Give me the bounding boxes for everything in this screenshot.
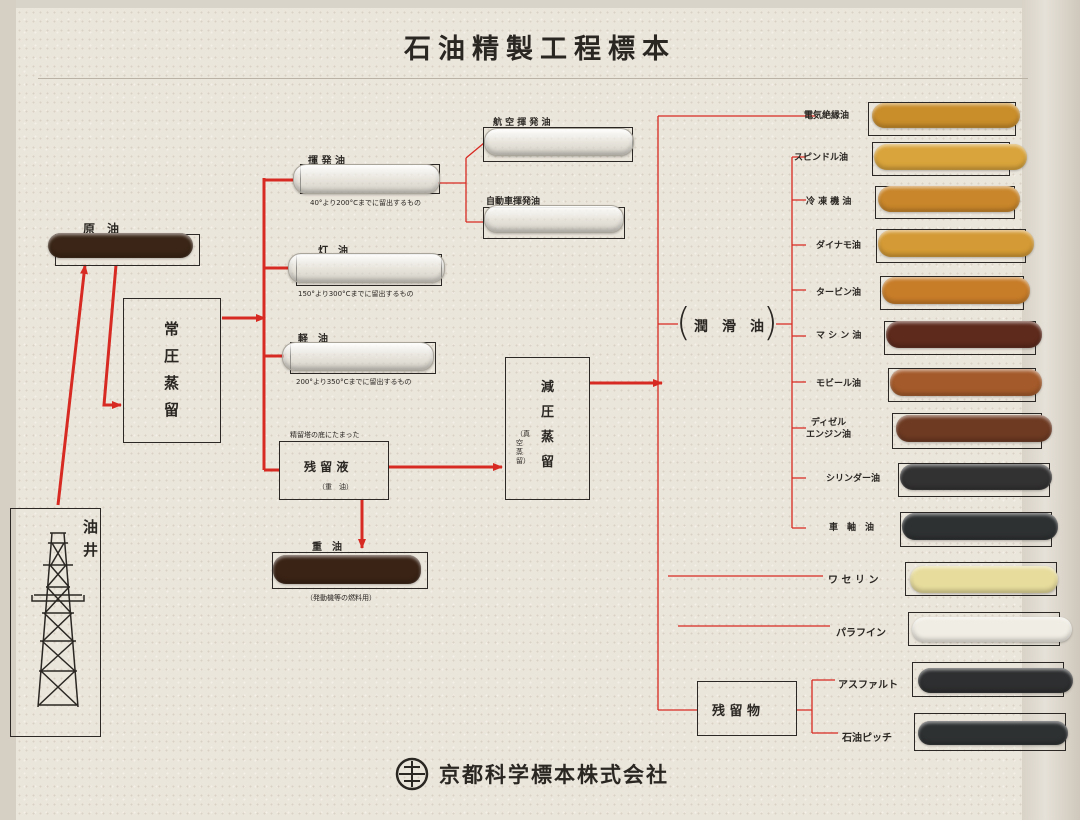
kerosene-tube <box>288 253 445 283</box>
heavy-oil-tube <box>273 555 421 584</box>
residue-box <box>279 441 389 500</box>
lube-item-label: マ シ ン 油 <box>816 331 862 341</box>
oil-derrick-icon <box>31 532 85 708</box>
auto-gasoline-label: 自動車揮発油 <box>486 197 541 207</box>
page-title: 石油精製工程標本 <box>404 34 676 65</box>
pitch-tube <box>918 721 1068 745</box>
lube-item-tube <box>872 103 1020 128</box>
pitch-label: 石油ピッチ <box>842 733 892 744</box>
heavy-oil-note: （発動機等の燃料用） <box>306 594 376 602</box>
residual-products-box <box>697 681 797 736</box>
footer: 京都科学標本株式会社 <box>395 757 669 791</box>
residue-label: 残 留 液 <box>304 460 349 474</box>
flow-lube-branches <box>792 156 806 529</box>
lube-label: 潤 滑 油 <box>694 319 764 335</box>
atmospheric-distillation-box <box>123 298 221 443</box>
oil-well-box <box>10 508 101 737</box>
flow-right-trunk <box>657 115 816 710</box>
lube-item-label: シリンダー油 <box>826 474 881 484</box>
kerosene-label: 灯 油 <box>318 246 348 257</box>
title-divider <box>38 78 1028 79</box>
vaseline-label: ワ セ リ ン <box>828 575 879 586</box>
lube-item-tube <box>900 464 1052 490</box>
lube-item-label: 冷 凍 機 油 <box>806 197 852 207</box>
lube-item-label: タービン油 <box>816 288 862 298</box>
aviation-gasoline-label: 航 空 揮 発 油 <box>493 118 551 128</box>
flow-lube-bracket <box>776 157 793 528</box>
heavy-oil-frame <box>272 552 428 589</box>
lube-item-tube <box>878 230 1034 257</box>
vacuum-distillation-label: 減圧蒸留 <box>541 380 555 470</box>
paraffin-tube <box>912 617 1072 642</box>
lube-item-tube <box>882 277 1030 304</box>
atmospheric-distillation-label: 常圧蒸留 <box>164 320 180 419</box>
flow-naphtha-split <box>438 142 485 223</box>
vaseline-tube <box>910 566 1058 593</box>
auto-gasoline-tube <box>484 205 624 233</box>
naphtha-note: 40°より200°Cまでに留出するもの <box>310 199 422 207</box>
lube-item-label: ディゼル エンジン油 <box>806 418 852 440</box>
residue-note: 精留塔の底にたまった <box>290 431 360 439</box>
asphalt-label: アスファルト <box>838 680 898 691</box>
gas-oil-tube <box>282 342 434 371</box>
aviation-gasoline-tube <box>484 128 634 156</box>
vacuum-distillation-box <box>505 357 590 500</box>
flow-well-to-crude <box>56 264 88 506</box>
company-name: 京都科学標本株式会社 <box>439 762 669 787</box>
gas-oil-note: 200°より350°Cまでに留出するもの <box>296 378 412 386</box>
lube-item-label: モビール油 <box>816 379 862 389</box>
lube-paren-right: ) <box>763 300 778 344</box>
residual-products-label: 残 留 物 <box>712 704 761 719</box>
naphtha-label: 揮 発 油 <box>308 156 345 167</box>
lube-paren-left: ( <box>676 300 691 344</box>
case-frame-left <box>0 0 16 820</box>
lube-item-tube <box>902 513 1058 540</box>
oil-well-label: 油井 <box>83 518 99 559</box>
lube-item-tube <box>874 144 1027 170</box>
gas-oil-label: 軽 油 <box>298 334 328 345</box>
lube-item-label: ダイナモ油 <box>816 241 861 251</box>
lube-item-tube <box>890 369 1042 396</box>
lube-item-tube <box>878 186 1020 212</box>
heavy-oil-label: 重 油 <box>312 542 342 553</box>
lube-item-tube <box>886 321 1042 348</box>
crude-oil-label: 原 油 <box>83 222 120 236</box>
lube-item-label: 電気絶縁油 <box>804 111 850 121</box>
paraffin-label: パラフイン <box>836 628 886 639</box>
residue-sub: （重 油） <box>318 483 353 491</box>
vacuum-sub: （真空蒸留） <box>516 430 530 465</box>
company-logo-icon <box>395 757 429 791</box>
lube-item-tube <box>896 415 1052 442</box>
asphalt-tube <box>918 668 1073 693</box>
flow-crude-to-atmos <box>102 264 122 409</box>
lube-item-label: 車 軸 油 <box>829 523 875 533</box>
kerosene-note: 150°より300°Cまでに留出するもの <box>298 290 414 298</box>
flow-remains-branches <box>797 679 838 734</box>
crude-oil-tube <box>48 233 193 258</box>
lube-item-label: スピンドル油 <box>794 153 849 163</box>
naphtha-tube <box>293 164 440 194</box>
